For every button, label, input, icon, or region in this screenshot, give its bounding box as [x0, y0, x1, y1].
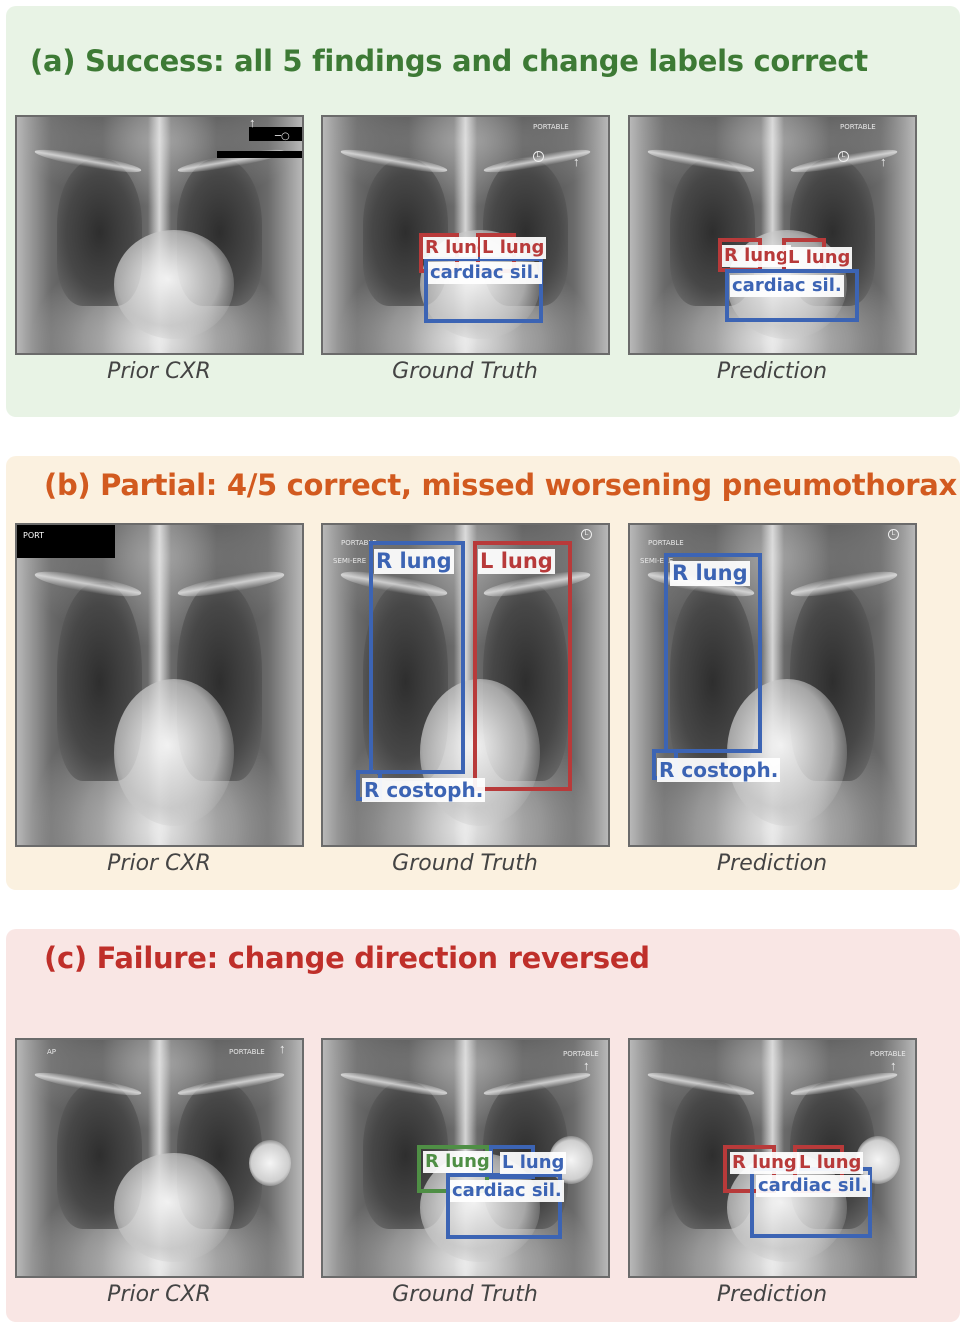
- pred-label-r-costoph: R costoph.: [657, 758, 781, 782]
- port-marker: PORT: [23, 531, 44, 540]
- portable-marker: PORTABLE: [563, 1050, 599, 1058]
- gt-box-cardiac-sil: [424, 257, 543, 323]
- portable-marker: PORTABLE: [870, 1050, 906, 1058]
- side-marker-icon: L: [533, 151, 544, 162]
- semi-erect-marker: SEMI-ERE: [640, 557, 674, 565]
- pred-label-r-lung: R lung: [722, 245, 791, 267]
- gt-box-r-lung: [369, 541, 465, 774]
- portable-marker: PORTABLE: [533, 123, 569, 131]
- gt-label-l-lung: L lung: [478, 549, 555, 574]
- gt-label-l-lung: L lung: [500, 1152, 567, 1174]
- panel-c-title: (c) Failure: change direction reversed: [44, 941, 650, 975]
- panel-b-title: (b) Partial: 4/5 correct, missed worseni…: [44, 468, 957, 502]
- gt-label-l-lung: L lung: [480, 237, 547, 259]
- portable-marker: PORTABLE: [648, 539, 684, 547]
- semi-erect-marker: SEMI-ERE: [333, 557, 367, 565]
- pred-label-cardiac-sil: cardiac sil.: [730, 275, 844, 297]
- portable-marker: PORTABLE: [229, 1048, 265, 1056]
- pred-label-r-lung: R lung: [730, 1152, 799, 1174]
- caption-prediction: Prediction: [716, 851, 828, 876]
- caption-ground-truth: Ground Truth: [392, 851, 538, 876]
- gt-label-r-lung: R lung: [423, 1151, 492, 1173]
- panel-b-prior-cxr: PORT: [15, 523, 304, 847]
- arrow-marker-icon: ↑: [880, 154, 887, 169]
- panel-c-prior-cxr: AP PORTABLE ↑: [15, 1038, 304, 1278]
- gt-label-cardiac-sil: cardiac sil.: [450, 1180, 564, 1202]
- pred-label-l-lung: L lung: [786, 247, 853, 269]
- panel-b-prediction-cxr: PORTABLE SEMI-ERE L: [628, 523, 917, 847]
- panel-a-title: (a) Success: all 5 findings and change l…: [30, 44, 868, 78]
- side-marker: ─○: [275, 131, 290, 142]
- pred-label-cardiac-sil: cardiac sil.: [756, 1175, 870, 1197]
- caption-prediction: Prediction: [716, 1282, 828, 1307]
- caption-prior: Prior CXR: [107, 851, 211, 876]
- gt-label-r-lung: R lung: [423, 237, 478, 259]
- arrow-marker-icon: ↑: [249, 115, 256, 130]
- caption-prediction: Prediction: [716, 359, 828, 384]
- gt-box-l-lung: [473, 541, 572, 791]
- arrow-marker-icon: ↑: [583, 1058, 590, 1073]
- portable-marker: PORTABLE: [341, 539, 377, 547]
- pred-label-r-lung: R lung: [670, 561, 750, 586]
- ap-marker: AP: [47, 1048, 57, 1056]
- pred-box-r-lung: [664, 553, 762, 753]
- caption-ground-truth: Ground Truth: [392, 359, 538, 384]
- gt-label-cardiac-sil: cardiac sil.: [428, 262, 542, 284]
- gt-box-cardiac-sil: [446, 1173, 562, 1239]
- pred-label-l-lung: L lung: [797, 1152, 864, 1174]
- panel-a-prior-cxr: ↑ ─○: [15, 115, 304, 355]
- gt-label-r-lung: R lung: [374, 549, 454, 574]
- arrow-marker-icon: ↑: [573, 154, 580, 169]
- caption-prior: Prior CXR: [107, 1282, 211, 1307]
- side-marker-icon: L: [838, 151, 849, 162]
- pred-box-cardiac-sil: [725, 269, 859, 322]
- side-marker-icon: L: [581, 529, 592, 540]
- caption-ground-truth: Ground Truth: [392, 1282, 538, 1307]
- portable-marker: PORTABLE: [840, 123, 876, 131]
- arrow-marker-icon: ↑: [279, 1041, 286, 1056]
- side-marker-icon: L: [888, 529, 899, 540]
- arrow-marker-icon: ↑: [890, 1058, 897, 1073]
- gt-label-r-costoph: R costoph.: [362, 778, 486, 802]
- panel-a-ground-truth-cxr: PORTABLE L ↑: [321, 115, 610, 355]
- caption-prior: Prior CXR: [107, 359, 211, 384]
